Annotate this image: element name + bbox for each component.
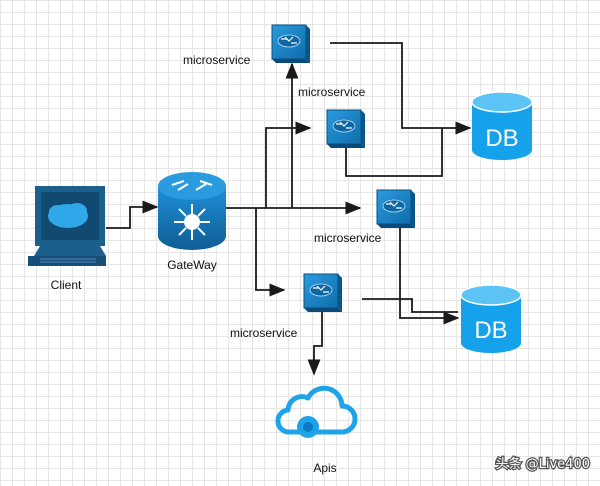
apis-label: Apis (313, 461, 336, 475)
microservice-node-1[interactable]: microservice (183, 24, 311, 67)
microservice-node-3[interactable]: microservice (314, 189, 416, 245)
edge-microservice-4-db-2 (362, 298, 458, 313)
gateway-node[interactable]: GateWay (158, 172, 226, 272)
microservice-node-4[interactable]: microservice (230, 273, 343, 340)
switch-box-icon (271, 24, 311, 64)
microservice-1-label: microservice (183, 53, 251, 67)
db-1-label: DB (485, 125, 518, 152)
edge-microservice-3-db-2 (399, 228, 460, 325)
gateway-router-icon (158, 172, 226, 250)
watermark: 头条 @Live400 (494, 455, 591, 474)
microservice-node-2[interactable]: microservice (298, 85, 366, 149)
cloud-api-icon (275, 385, 358, 438)
gateway-label: GateWay (167, 258, 217, 272)
switch-box-icon (376, 189, 416, 229)
db-2-label: DB (474, 317, 507, 344)
microservice-2-label: microservice (298, 85, 366, 99)
microservice-3-label: microservice (314, 231, 382, 245)
client-label: Client (51, 278, 82, 292)
apis-node[interactable]: Apis (275, 385, 358, 475)
edge-microservice-4-apis (307, 310, 323, 376)
edge-gateway-microservice-4 (255, 208, 286, 297)
edge-microservice-2-db-1 (345, 128, 443, 177)
edge-microservice-1-db-1 (330, 42, 472, 135)
db-node-2[interactable]: DB (460, 284, 522, 354)
watermark-text: 头条 @Live400 (496, 456, 591, 472)
switch-box-icon (303, 273, 343, 313)
computer-monitor-icon (28, 186, 106, 266)
edge-client-gateway (106, 200, 159, 229)
microservice-4-label: microservice (230, 326, 298, 340)
connector-lines (106, 42, 472, 376)
db-node-1[interactable]: DB (471, 91, 533, 161)
edge-gateway-microservice-2 (265, 121, 312, 208)
client-node[interactable]: Client (28, 186, 106, 292)
switch-box-icon (326, 109, 366, 149)
